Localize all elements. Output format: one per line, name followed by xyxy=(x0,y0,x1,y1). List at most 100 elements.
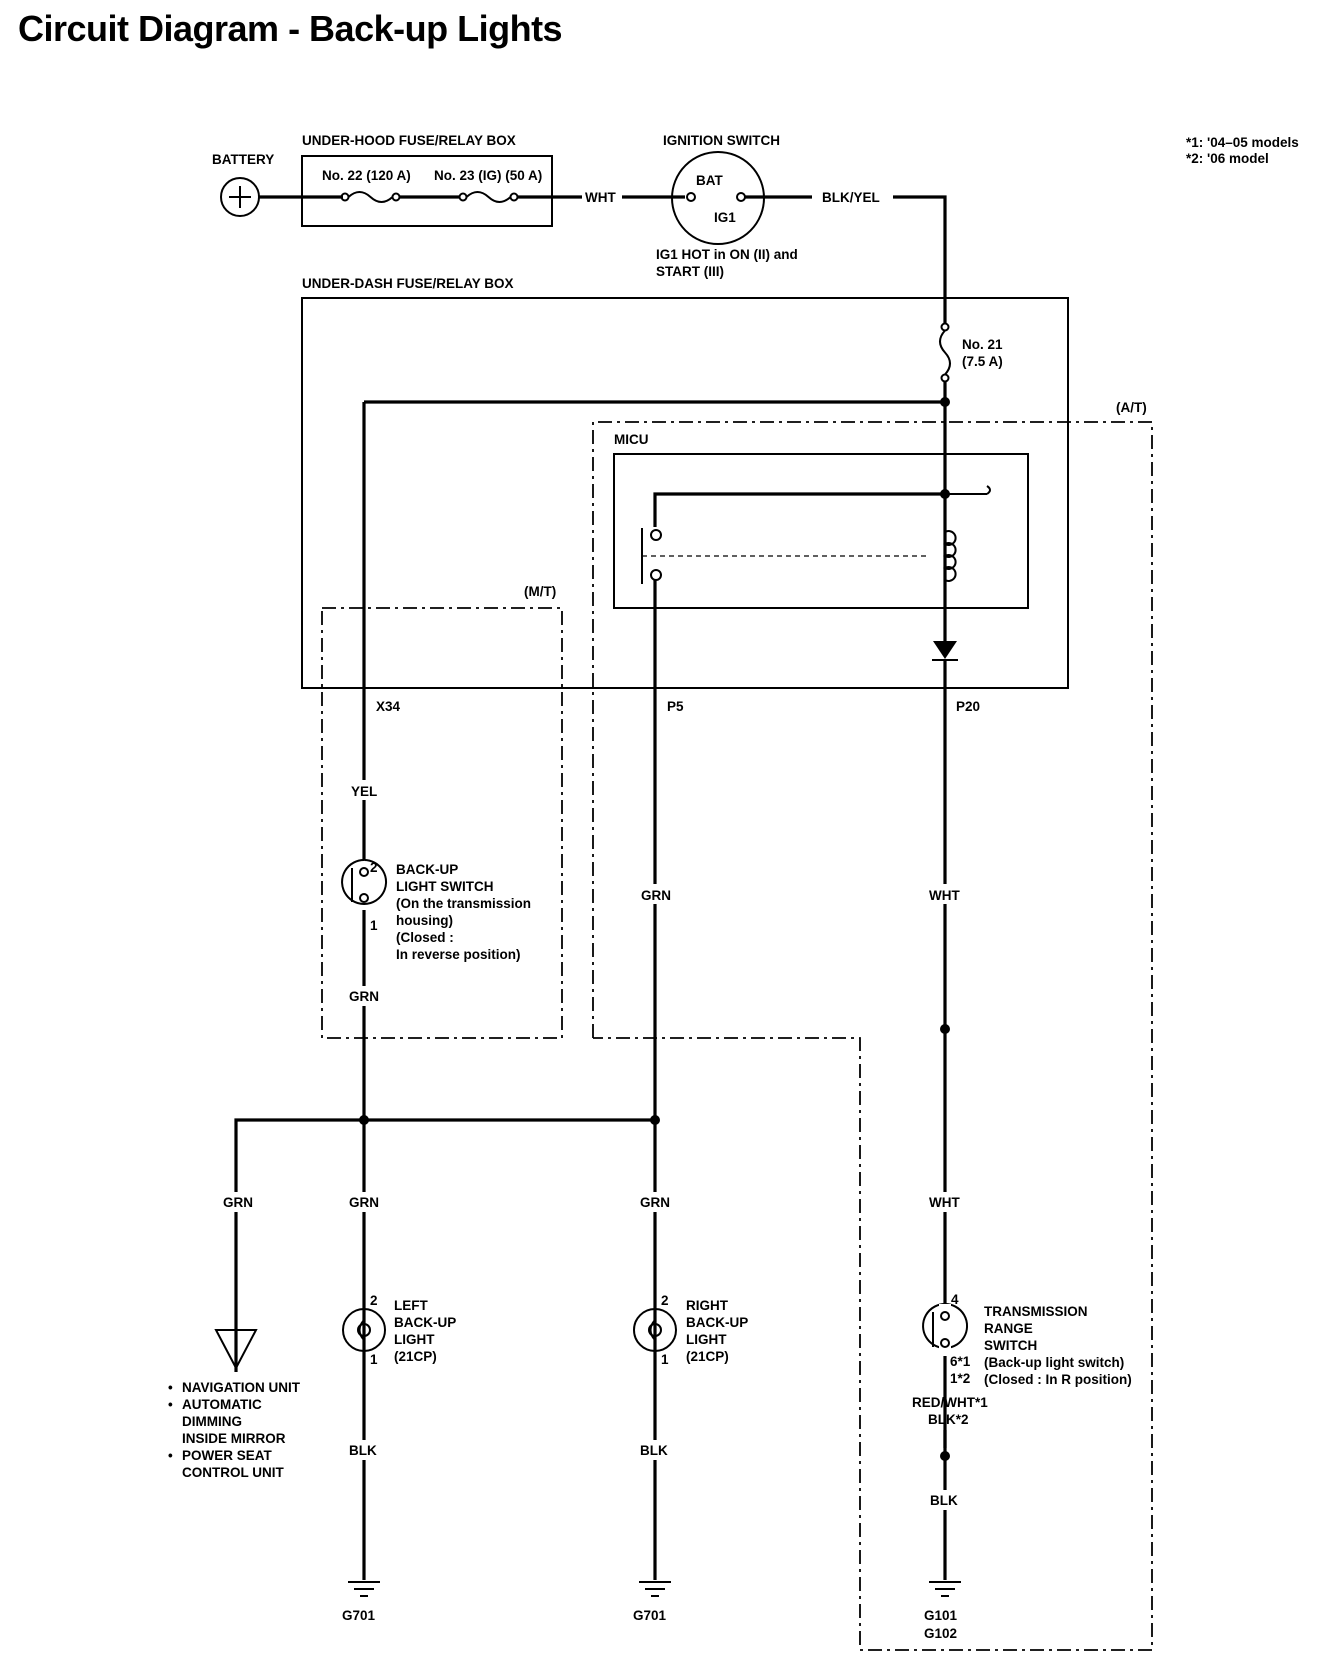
backup-switch-text-3: (On the transmission xyxy=(396,896,531,911)
wire-grn-mt: GRN xyxy=(349,989,379,1004)
ignition-note-2: START (III) xyxy=(656,264,724,279)
nav-bullet-3: • xyxy=(168,1448,173,1463)
label-bg xyxy=(222,1192,256,1212)
label-bg xyxy=(346,1192,382,1212)
trans-switch-text-5: (Closed : In R position) xyxy=(984,1372,1132,1387)
backup-switch-text-2: LIGHT SWITCH xyxy=(396,879,494,894)
fuse21-label-2: (7.5 A) xyxy=(962,354,1003,369)
label-bg xyxy=(637,1192,673,1212)
ignition-label: IGNITION SWITCH xyxy=(663,133,780,148)
note-1: *1: '04–05 models xyxy=(1186,135,1299,150)
right-light-pin-2: 2 xyxy=(661,1293,669,1308)
nav-item-5: POWER SEAT xyxy=(182,1448,273,1463)
underdash-box xyxy=(301,297,1069,689)
ground-trans-icon xyxy=(929,1581,961,1597)
connector-x34: X34 xyxy=(376,699,401,714)
backup-switch-text-4: housing) xyxy=(396,913,453,928)
ground-g101: G101 xyxy=(924,1608,958,1623)
label-bg xyxy=(928,1490,962,1510)
right-light-text-4: (21CP) xyxy=(686,1349,729,1364)
ground-left-icon xyxy=(348,1581,380,1597)
backup-switch-text-6: In reverse position) xyxy=(396,947,521,962)
trans-switch-text-1: TRANSMISSION xyxy=(984,1304,1088,1319)
connector-p5: P5 xyxy=(667,699,684,714)
ground-g102: G102 xyxy=(924,1626,957,1641)
fuse21-label-1: No. 21 xyxy=(962,337,1003,352)
left-light-pin-1: 1 xyxy=(370,1352,378,1367)
wire-yel-label: YEL xyxy=(351,784,377,799)
nav-triangle-icon xyxy=(214,1329,258,1371)
fuse23-icon xyxy=(458,191,519,203)
label-bg xyxy=(346,986,382,1006)
micu-label: MICU xyxy=(614,432,649,447)
underdash-label: UNDER-DASH FUSE/RELAY BOX xyxy=(302,276,514,291)
junction-494 xyxy=(940,489,950,499)
underhood-label: UNDER-HOOD FUSE/RELAY BOX xyxy=(302,133,516,148)
fuse22-label: No. 22 (120 A) xyxy=(322,168,411,183)
left-light-bulb-icon xyxy=(342,1308,386,1352)
label-bg xyxy=(926,884,962,904)
wire-grn-left: GRN xyxy=(349,1195,379,1210)
wire-relay-common xyxy=(653,492,945,527)
trans-switch-text-2: RANGE xyxy=(984,1321,1033,1336)
underhood-box xyxy=(301,155,553,227)
ignition-ig1: IG1 xyxy=(714,210,736,225)
relay-stub-end xyxy=(986,485,991,495)
fuse22-icon xyxy=(340,191,401,203)
backup-switch-text-1: BACK-UP xyxy=(396,862,458,877)
ignition-note-1: IG1 HOT in ON (II) and xyxy=(656,247,798,262)
right-light-text-1: RIGHT xyxy=(686,1298,729,1313)
nav-item-3: DIMMING xyxy=(182,1414,242,1429)
nav-item-1: NAVIGATION UNIT xyxy=(182,1380,301,1395)
label-bg xyxy=(348,780,380,800)
trans-switch-pin-4: 4 xyxy=(951,1292,959,1307)
trans-switch-pin-1: 1*2 xyxy=(950,1371,970,1386)
ground-right-icon xyxy=(639,1581,671,1597)
trans-switch-pin-6: 6*1 xyxy=(950,1354,971,1369)
at-label: (A/T) xyxy=(1116,400,1147,415)
backup-switch-pin-1: 1 xyxy=(370,918,378,933)
wire-grn-nav: GRN xyxy=(223,1195,253,1210)
left-light-text-1: LEFT xyxy=(394,1298,428,1313)
backup-switch-text-5: (Closed : xyxy=(396,930,454,945)
relay-coil-icon xyxy=(943,530,957,582)
right-light-bulb-icon xyxy=(633,1308,677,1352)
fuse23-label: No. 23 (IG) (50 A) xyxy=(434,168,542,183)
wire-wht-label: WHT xyxy=(585,190,616,205)
wire-wht-lower: WHT xyxy=(929,1195,960,1210)
ignition-bat: BAT xyxy=(696,173,723,188)
label-bg xyxy=(926,1192,962,1212)
ground-g701-right: G701 xyxy=(633,1608,667,1623)
left-light-text-2: BACK-UP xyxy=(394,1315,456,1330)
nav-bullet-1: • xyxy=(168,1380,173,1395)
wire-grn-right: GRN xyxy=(640,1195,670,1210)
backup-switch-pin-2: 2 xyxy=(370,860,378,875)
battery-icon xyxy=(220,177,260,217)
wire-blkyel-label: BLK/YEL xyxy=(822,190,880,205)
micu-box xyxy=(613,453,1029,609)
junction-402 xyxy=(940,397,950,407)
nav-item-4: INSIDE MIRROR xyxy=(182,1431,286,1446)
fuse21-icon xyxy=(939,322,951,383)
trans-switch-text-4: (Back-up light switch) xyxy=(984,1355,1124,1370)
right-light-text-3: LIGHT xyxy=(686,1332,727,1347)
left-light-pin-2: 2 xyxy=(370,1293,378,1308)
left-light-text-3: LIGHT xyxy=(394,1332,435,1347)
connector-p20: P20 xyxy=(956,699,980,714)
page-title: Circuit Diagram - Back-up Lights xyxy=(18,8,563,49)
wire-blk-right: BLK xyxy=(640,1443,668,1458)
wire-redwht-label: RED/WHT*1 xyxy=(912,1395,988,1410)
trans-switch-icon xyxy=(922,1303,969,1356)
trans-switch-text-3: SWITCH xyxy=(984,1338,1037,1353)
right-light-text-2: BACK-UP xyxy=(686,1315,748,1330)
note-2: *2: '06 model xyxy=(1186,151,1269,166)
junction-wht xyxy=(940,1024,950,1034)
wire-blk-trans: BLK xyxy=(930,1493,958,1508)
wire-blkyel-b xyxy=(893,195,947,323)
ground-g701-left: G701 xyxy=(342,1608,376,1623)
wire-grn-p5: GRN xyxy=(641,888,671,903)
junction-blk xyxy=(940,1451,950,1461)
right-light-pin-1: 1 xyxy=(661,1352,669,1367)
at-boundary xyxy=(592,421,1153,1651)
